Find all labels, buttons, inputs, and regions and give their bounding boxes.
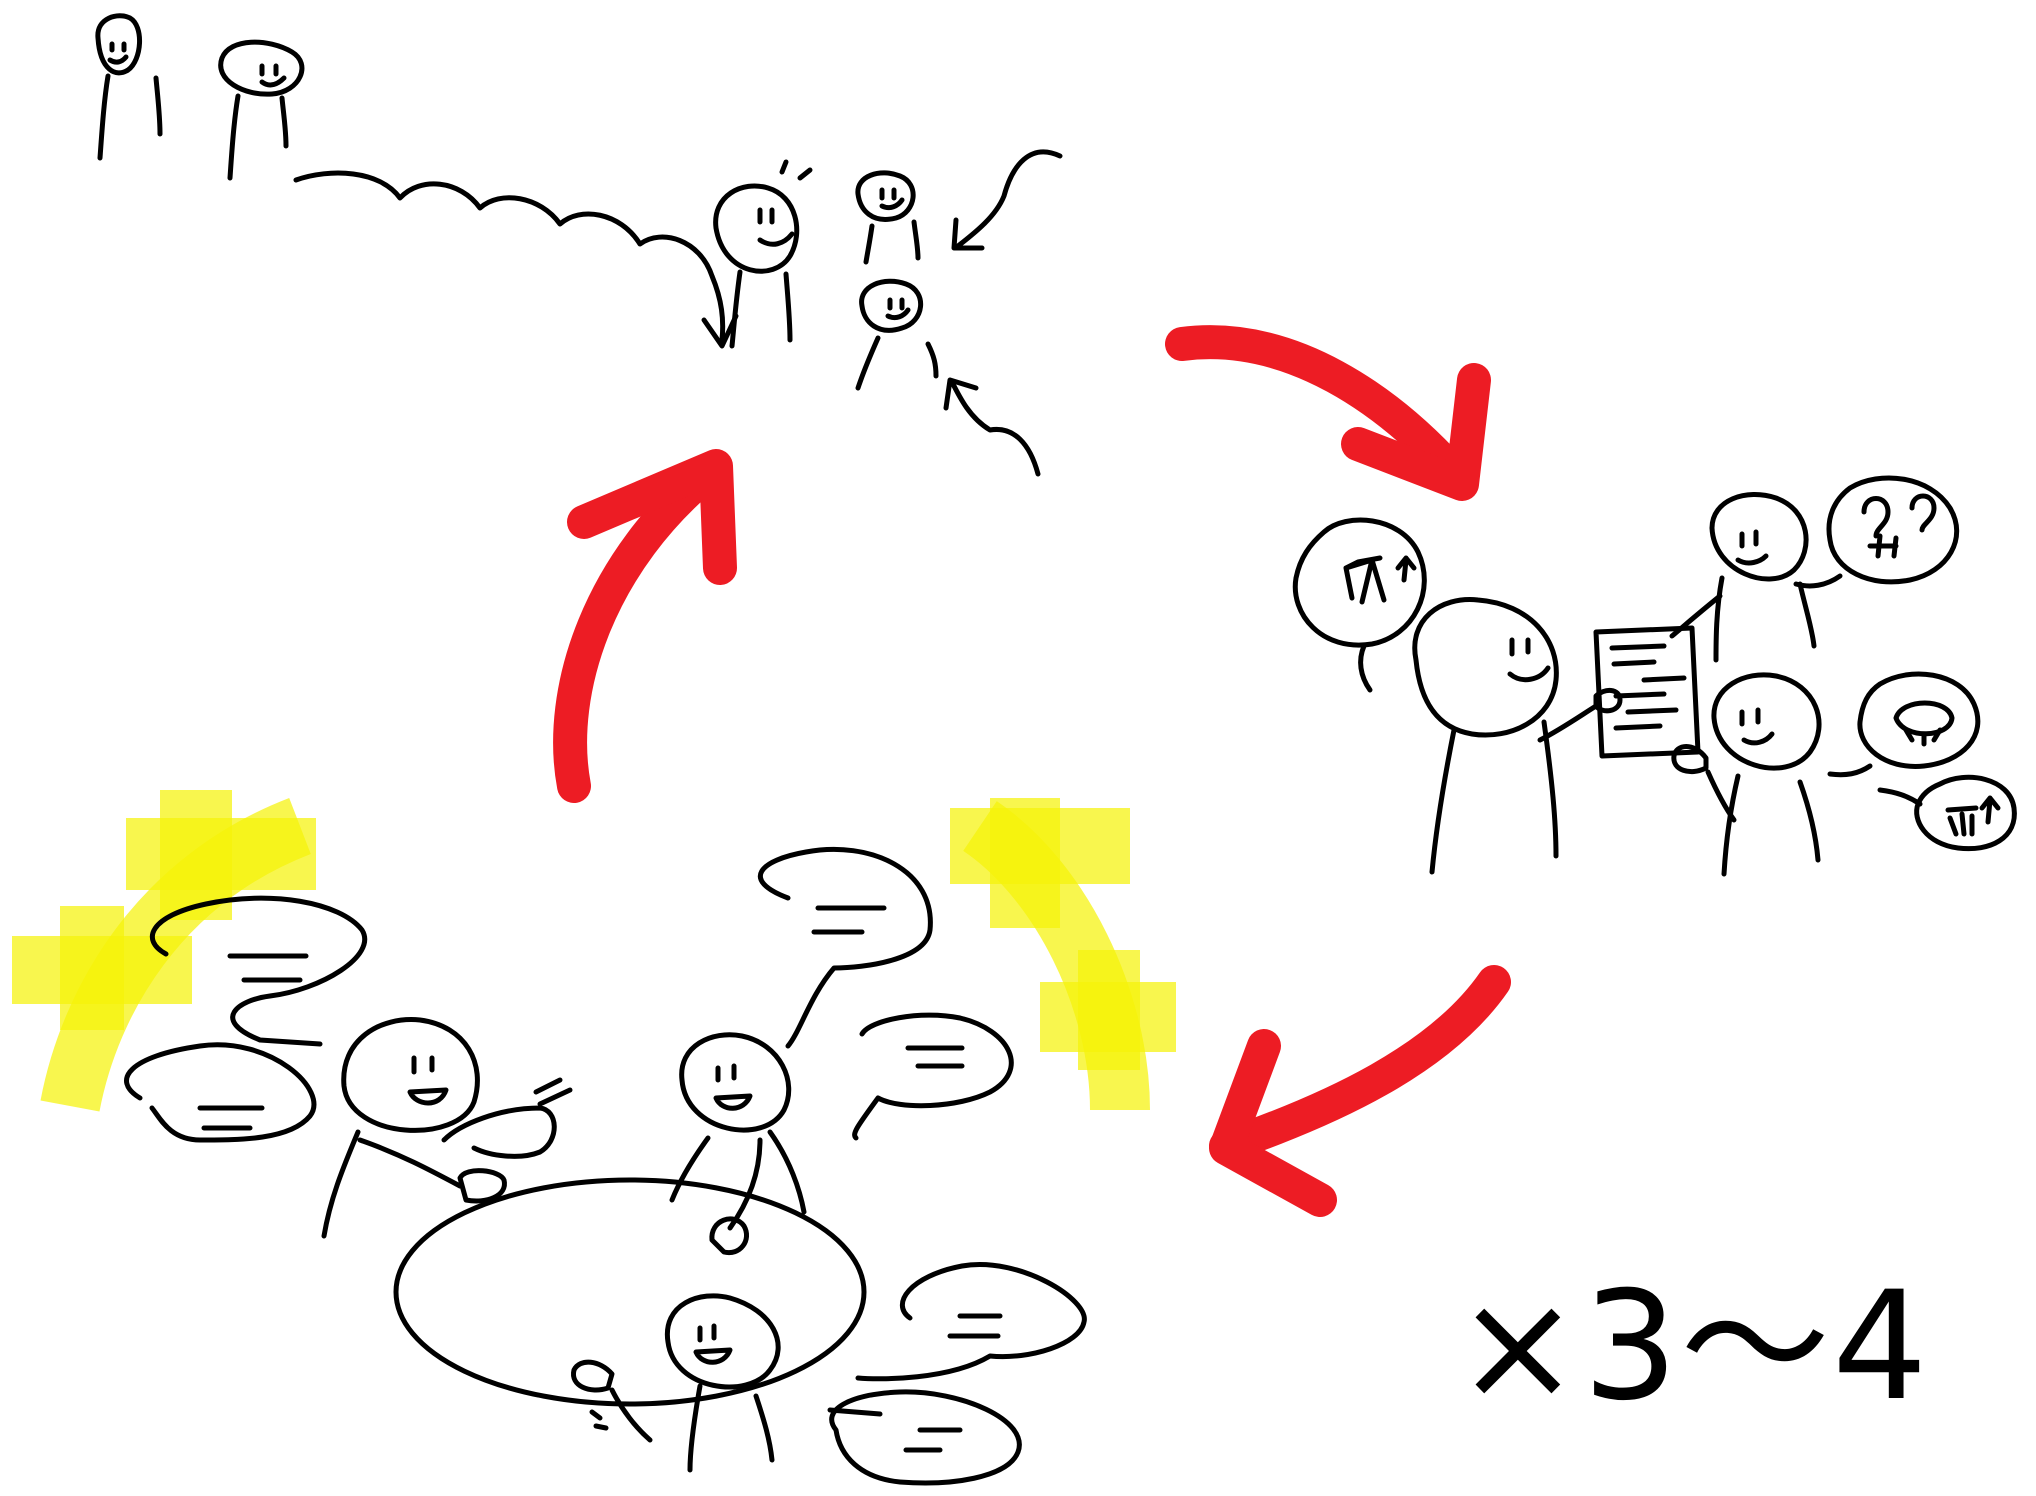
person-figure bbox=[669, 1032, 807, 1256]
person-figure bbox=[95, 13, 163, 161]
person-figure bbox=[218, 39, 305, 181]
speech-bubble bbox=[124, 1042, 317, 1143]
idea-bubble bbox=[1877, 774, 2017, 852]
stage-presenting-ideas bbox=[1292, 475, 2017, 877]
idea-bubble bbox=[1793, 475, 1960, 589]
speech-bubble bbox=[757, 846, 933, 1049]
person-figure bbox=[855, 170, 921, 265]
repeat-count-label: ×3〜4 bbox=[1455, 1260, 1930, 1434]
idea-bubble bbox=[1827, 671, 1981, 778]
travel-path bbox=[293, 170, 726, 343]
arrow-head bbox=[943, 377, 979, 411]
person-figure bbox=[321, 1017, 573, 1239]
stage-round-table bbox=[12, 790, 1176, 1486]
speech-bubble bbox=[852, 1012, 1014, 1141]
speech-bubble bbox=[855, 1262, 1087, 1382]
person-figure bbox=[1671, 672, 1822, 877]
cycle-arrow-2 bbox=[1209, 965, 1511, 1217]
idea-bubble bbox=[1292, 517, 1427, 693]
cycle-arrow-1 bbox=[1165, 325, 1491, 501]
cycle-arrow-3 bbox=[553, 449, 737, 803]
arrow-path bbox=[955, 149, 1063, 249]
arrow-head bbox=[951, 217, 985, 251]
stage-gathering-people bbox=[95, 13, 1063, 477]
arrow-head bbox=[701, 313, 739, 349]
round-table bbox=[393, 1177, 867, 1407]
person-figure bbox=[1412, 597, 1623, 875]
highlight-burst-right bbox=[950, 798, 1176, 1111]
person-figure bbox=[855, 278, 939, 391]
person-figure bbox=[1669, 492, 1817, 663]
speech-bubble bbox=[827, 1389, 1022, 1486]
speech-bubble bbox=[149, 895, 367, 1047]
arrow-path bbox=[949, 379, 1041, 477]
highlight-burst-left bbox=[12, 790, 316, 1112]
person-figure bbox=[713, 159, 813, 349]
person-figure bbox=[571, 1293, 781, 1473]
